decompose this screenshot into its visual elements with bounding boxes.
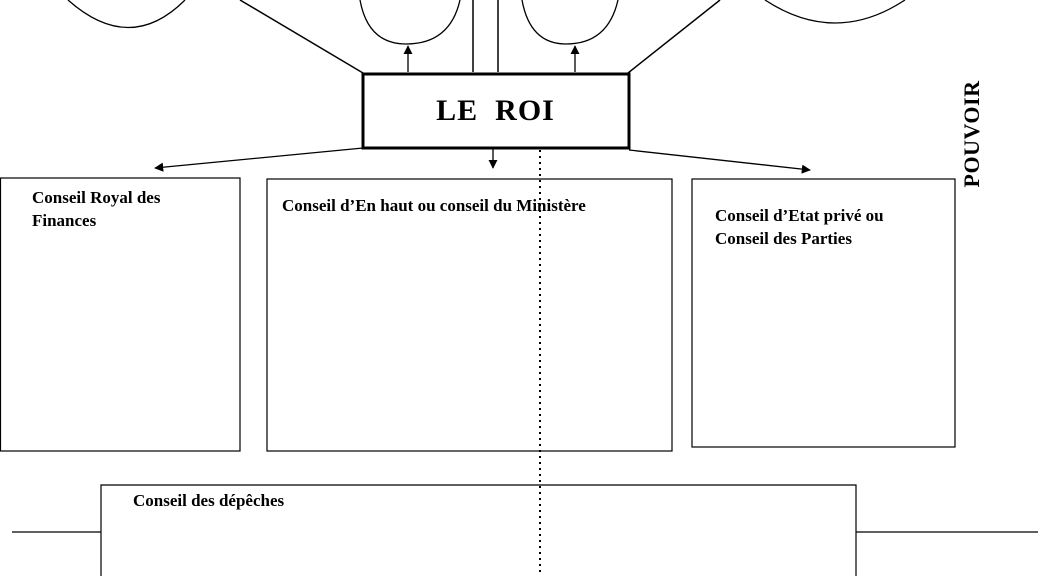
- en-haut-label: Conseil d’En haut ou conseil du Ministèr…: [282, 196, 586, 215]
- connector-upper-left: [239, 0, 364, 74]
- king-label: LE ROI: [436, 94, 555, 127]
- side-label-pouvoir: POUVOIR: [959, 80, 984, 188]
- box-depeches: [100, 484, 857, 576]
- etat-prive-label-line1: Conseil d’Etat privé ou: [715, 206, 884, 225]
- finances-label-line2: Finances: [32, 211, 97, 230]
- arrow-to-etat-prive: [628, 149, 811, 174]
- arrow-to-finances: [154, 147, 364, 172]
- king-box: [361, 72, 631, 150]
- finances-label-line1: Conseil Royal des: [32, 188, 161, 207]
- top-oval-far-left: [67, 0, 186, 28]
- box-en-haut: [266, 178, 673, 452]
- box-finances: [0, 177, 241, 452]
- top-oval-left: [359, 0, 461, 45]
- etat-prive-label-line2: Conseil des Parties: [715, 229, 852, 248]
- depeches-label: Conseil des dépêches: [133, 491, 285, 510]
- connector-upper-right: [627, 0, 721, 74]
- top-oval-right: [521, 0, 619, 45]
- top-oval-far-right: [764, 0, 906, 24]
- box-etat-prive: [691, 178, 956, 448]
